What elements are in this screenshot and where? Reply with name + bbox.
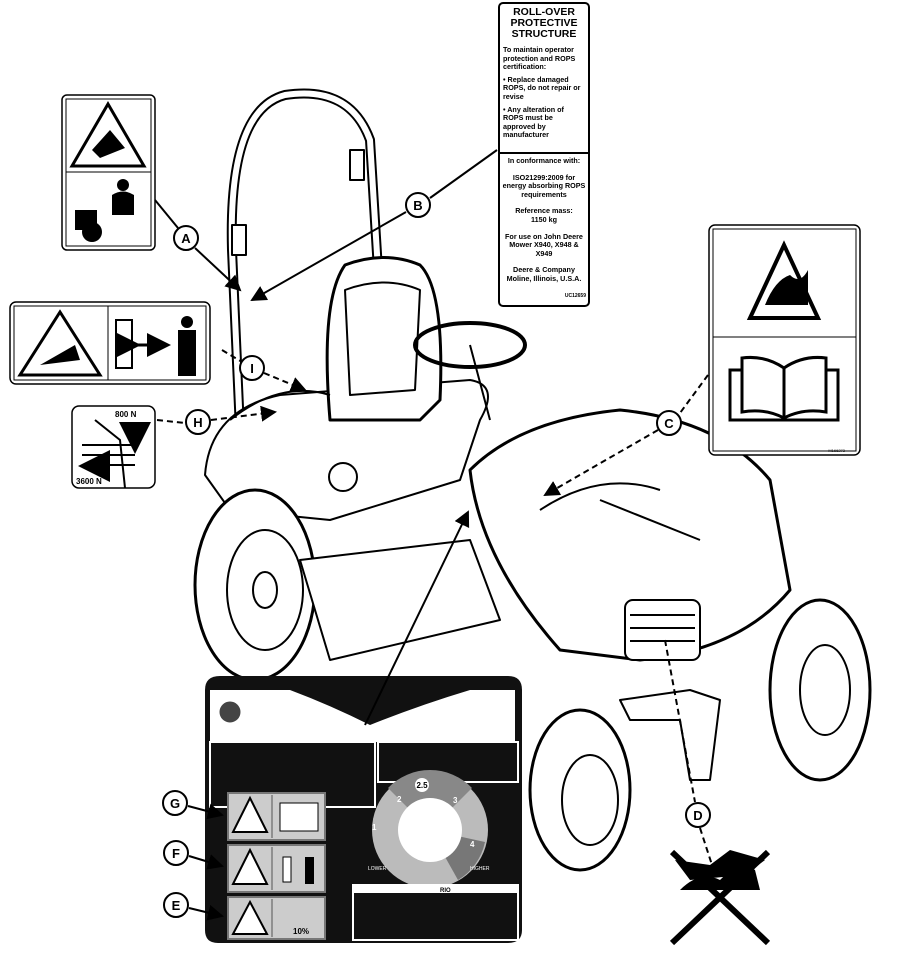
callout-e: E [163,892,189,918]
rops-label: ROLL-OVER PROTECTIVE STRUCTURE To mainta… [498,2,590,307]
svg-text:C: C [664,416,674,431]
callout-d: D [685,802,711,828]
svg-text:F: F [172,846,180,861]
rops-standard: ISO21299:2009 for energy absorbing ROPS … [502,172,586,199]
read-manual-icon [728,356,840,422]
svg-text:I: I [250,361,254,376]
crush-hazard-icon [69,101,147,168]
label-a-decal [61,94,156,251]
force-down-label: 800 N [115,410,137,419]
callout-b: B [405,192,431,218]
rops-mass: Reference mass:1150 kg [515,206,573,224]
callout-c: C [656,410,682,436]
rops-bullet-1: • Replace damaged ROPS, do not repair or… [503,74,581,101]
entanglement-hazard-icon [17,309,103,377]
dial-value: 2.5 [416,781,428,790]
dial-tick-3: 3 [453,796,458,805]
svg-text:D: D [693,808,702,823]
dial-tick-2: 2 [397,795,402,804]
svg-text:B: B [413,198,422,213]
lower-label: LOWER [368,866,387,872]
rops-bullet-2: • Any alteration of ROPS must be approve… [503,104,564,140]
leader-lines [154,149,713,921]
dial-tick-4: 4 [470,840,475,849]
rops-company: Deere & Company Moline, Illinois, U.S.A. [506,265,582,283]
label-i-decal [9,301,211,385]
warning-icon [227,792,326,841]
no-burning-icon [669,849,771,946]
height-dial: 2.5 1 2 3 4 LOWER HIGHER [368,770,490,888]
higher-label: HIGHER [470,866,490,872]
callout-f: F [163,840,189,866]
svg-text:A: A [181,231,191,246]
slope-label: 10% [293,927,309,936]
callout-a: A [173,225,199,251]
keep-distance-icon [115,316,196,376]
rops-title: ROLL-OVER PROTECTIVE STRUCTURE [510,6,578,40]
rops-use-on: For use on John Deere Mower X940, X948 &… [505,231,583,258]
callout-h: H [185,409,211,435]
label-h-decal: 800 N 3600 N [71,405,156,489]
rops-intro: To maintain operator protection and ROPS… [503,45,576,72]
rops-conformance: In conformance with: [507,156,581,165]
seatbelt-icon [75,179,134,242]
control-panel-decal: 10% 2.5 1 2 3 4 LOWER HIGHER RIO [205,676,522,943]
svg-text:E: E [172,898,181,913]
label-c-decal: M166273 [708,224,861,456]
dial-tick-1: 1 [372,823,377,832]
callout-i: I [239,355,265,381]
force-side-label: 3600 N [76,477,102,486]
label-c-code: M166273 [828,448,845,453]
rops-code: UC12659 [564,292,586,299]
rollover-icon [231,899,269,935]
svg-text:H: H [193,415,202,430]
svg-text:G: G [170,796,180,811]
callout-g: G [162,790,188,816]
rio-label: RIO [440,888,451,894]
